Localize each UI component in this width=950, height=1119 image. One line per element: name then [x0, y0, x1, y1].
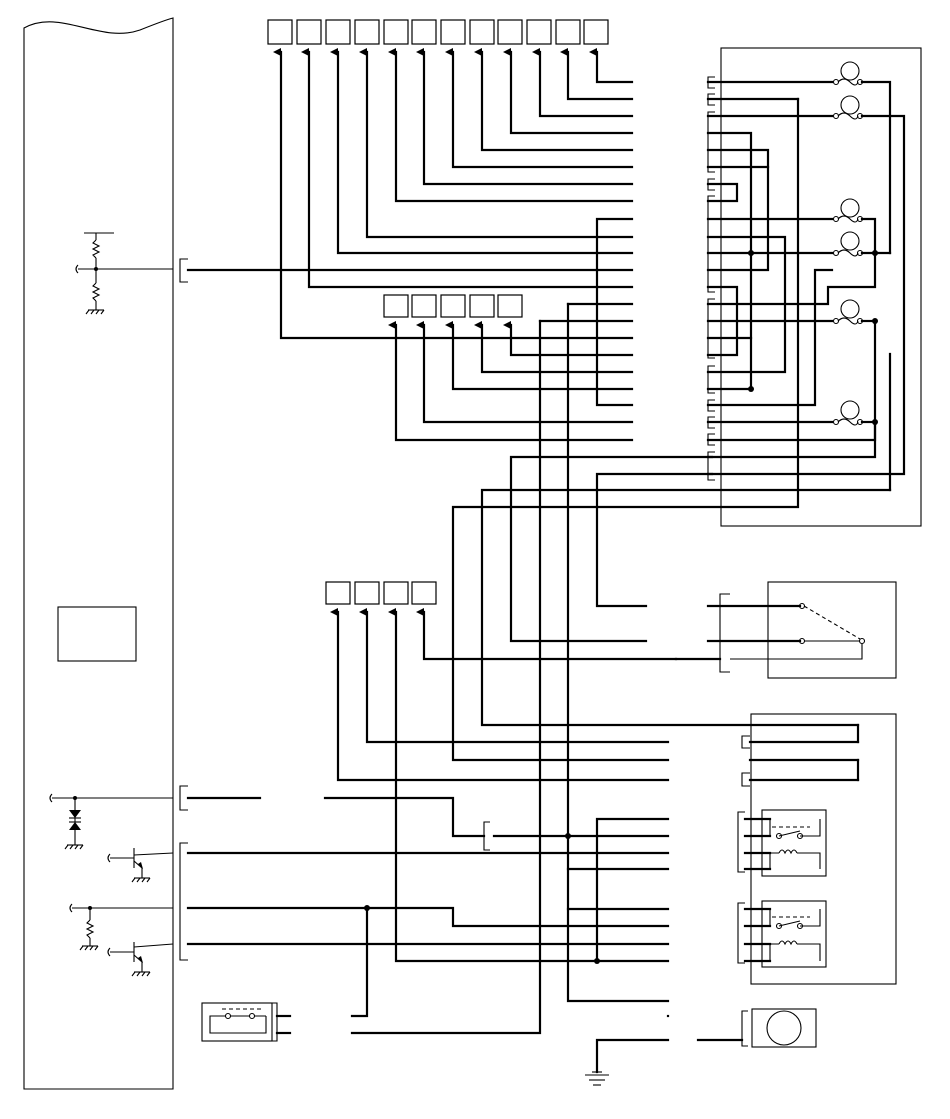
bulb-4 [832, 231, 864, 257]
lamp-bulbs [832, 61, 864, 426]
lamp-unit-internal-wiring [706, 80, 906, 492]
lower-connector-row [325, 581, 437, 605]
relay-unit [737, 713, 897, 985]
module-label-box [57, 606, 137, 662]
transistor-driver-1 [107, 848, 174, 883]
bulb-6 [832, 400, 864, 426]
lamp-unit [706, 47, 922, 527]
diode-circuit [49, 793, 173, 850]
motor-unit [666, 1008, 817, 1048]
module-connector-1 [179, 258, 188, 283]
relay-1 [737, 809, 827, 877]
lamp-signal-wires [186, 48, 634, 442]
relay-drive-wires [186, 796, 670, 1018]
transistor-driver-2 [69, 903, 174, 977]
module-connector-2 [179, 785, 188, 811]
top-connector-row [267, 19, 609, 45]
mid-connector-row [383, 294, 523, 318]
control-module [23, 17, 188, 1090]
lamp-unit-connector-pins [707, 76, 715, 481]
relay-2 [737, 900, 827, 968]
bottom-left-switch [201, 1002, 292, 1042]
module-connector-3 [179, 842, 188, 961]
bulb-5 [832, 299, 864, 325]
bulb-2 [832, 95, 864, 120]
switch-unit [674, 581, 897, 679]
sensor-input-circuit [75, 232, 173, 315]
bus-wires [330, 97, 892, 1035]
bulb-1 [832, 61, 864, 86]
ground-symbol [585, 1038, 670, 1086]
bulb-3 [832, 198, 864, 223]
